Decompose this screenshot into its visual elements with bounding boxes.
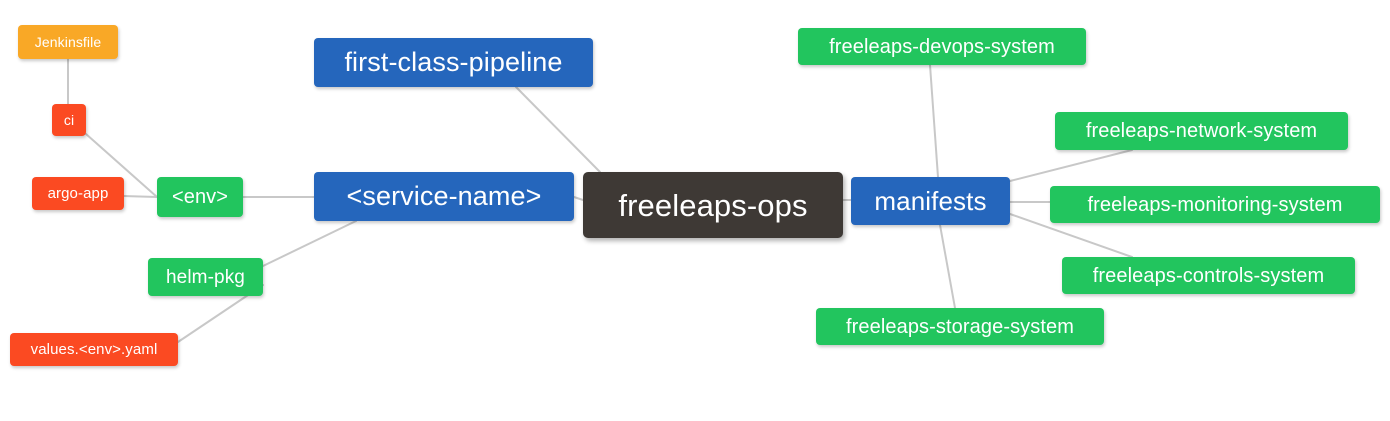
node-service-name[interactable]: <service-name> <box>314 172 574 221</box>
node-label-values-yaml: values.<env>.yaml <box>30 341 158 358</box>
node-helm-pkg[interactable]: helm-pkg <box>148 258 263 296</box>
edge-manifests-to-freeleaps-devops-system <box>929 64 939 178</box>
node-label-freeleaps-devops-system: freeleaps-devops-system <box>829 35 1055 58</box>
node-label-env: <env> <box>171 186 229 208</box>
node-first-class-pipeline[interactable]: first-class-pipeline <box>314 38 593 87</box>
node-label-service-name: <service-name> <box>346 181 542 211</box>
node-freeleaps-network-system[interactable]: freeleaps-network-system <box>1055 112 1348 150</box>
node-label-freeleaps-storage-system: freeleaps-storage-system <box>845 315 1075 338</box>
node-env[interactable]: <env> <box>157 177 243 217</box>
node-label-freeleaps-controls-system: freeleaps-controls-system <box>1092 264 1325 287</box>
node-label-manifests: manifests <box>874 186 987 216</box>
node-label-freeleaps-monitoring-system: freeleaps-monitoring-system <box>1087 193 1343 216</box>
node-freeleaps-controls-system[interactable]: freeleaps-controls-system <box>1062 257 1355 294</box>
node-freeleaps-devops-system[interactable]: freeleaps-devops-system <box>798 28 1086 65</box>
node-manifests[interactable]: manifests <box>851 177 1010 225</box>
edge-manifests-to-freeleaps-storage-system <box>939 224 956 309</box>
node-label-freeleaps-ops: freeleaps-ops <box>618 187 808 223</box>
node-label-jenkinsfile: Jenkinsfile <box>34 34 102 50</box>
node-label-ci: ci <box>63 112 75 128</box>
edge-service-name-to-freeleaps-ops <box>573 196 584 201</box>
node-jenkinsfile[interactable]: Jenkinsfile <box>18 25 118 59</box>
node-freeleaps-monitoring-system[interactable]: freeleaps-monitoring-system <box>1050 186 1380 223</box>
node-ci[interactable]: ci <box>52 104 86 136</box>
node-freeleaps-storage-system[interactable]: freeleaps-storage-system <box>816 308 1104 345</box>
node-freeleaps-ops[interactable]: freeleaps-ops <box>583 172 843 238</box>
edge-helm-pkg-to-service-name <box>262 220 357 267</box>
edge-argo-app-to-env <box>123 195 158 198</box>
node-label-freeleaps-network-system: freeleaps-network-system <box>1085 120 1318 142</box>
node-label-first-class-pipeline: first-class-pipeline <box>344 47 563 77</box>
edge-first-class-pipeline-to-freeleaps-ops <box>515 86 601 173</box>
node-label-helm-pkg: helm-pkg <box>166 266 245 288</box>
edge-manifests-to-freeleaps-network-system <box>1009 149 1133 182</box>
node-argo-app[interactable]: argo-app <box>32 177 124 210</box>
node-label-argo-app: argo-app <box>47 185 109 202</box>
node-values-yaml[interactable]: values.<env>.yaml <box>10 333 178 366</box>
